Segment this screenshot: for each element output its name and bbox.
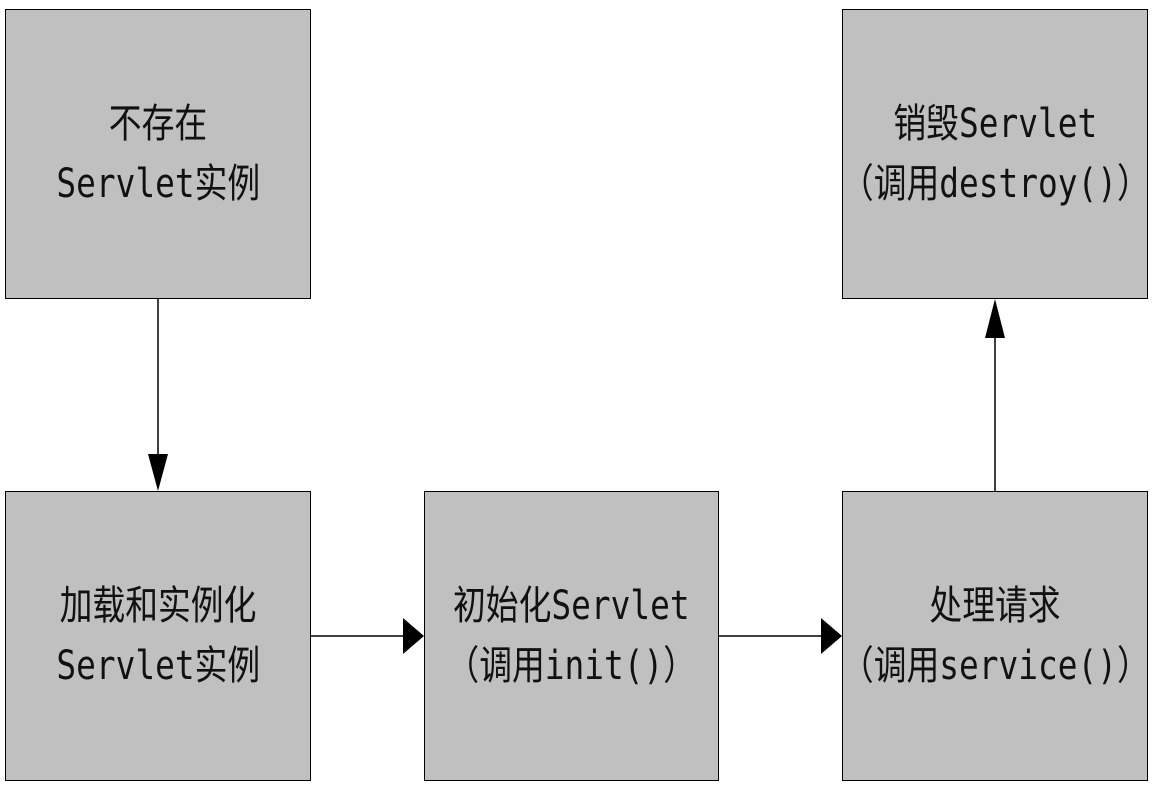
arrowhead-right-icon — [821, 618, 842, 654]
node-label-line1: 销毁Servlet — [893, 101, 1097, 147]
node-init-servlet: 初始化Servlet （调用init()） — [424, 491, 719, 781]
node-label-line1: 处理请求 — [929, 583, 1061, 629]
node-label-line2: Servlet实例 — [56, 161, 260, 207]
arrowhead-up-icon — [985, 299, 1005, 338]
node-label-line2: （调用destroy()） — [840, 161, 1150, 207]
edge-init-to-service — [719, 618, 842, 654]
arrowhead-down-icon — [148, 454, 168, 491]
edge-no-instance-to-load — [148, 299, 168, 491]
node-label-line2: Servlet实例 — [56, 643, 260, 689]
node-label-line1: 加载和实例化 — [59, 583, 257, 629]
node-no-servlet-instance: 不存在 Servlet实例 — [5, 9, 311, 299]
node-label-line2: （调用init()） — [446, 643, 697, 689]
arrowhead-right-icon — [403, 618, 424, 654]
edge-service-to-destroy — [985, 299, 1005, 491]
node-label-line1: 初始化Servlet — [453, 583, 690, 629]
edge-load-to-init — [311, 618, 424, 654]
node-handle-request: 处理请求 （调用service()） — [840, 491, 1150, 781]
node-destroy-servlet: 销毁Servlet （调用destroy()） — [840, 9, 1150, 299]
node-label-line1: 不存在 — [108, 101, 208, 147]
node-load-instantiate: 加载和实例化 Servlet实例 — [5, 491, 311, 781]
node-label-line2: （调用service()） — [840, 643, 1150, 689]
